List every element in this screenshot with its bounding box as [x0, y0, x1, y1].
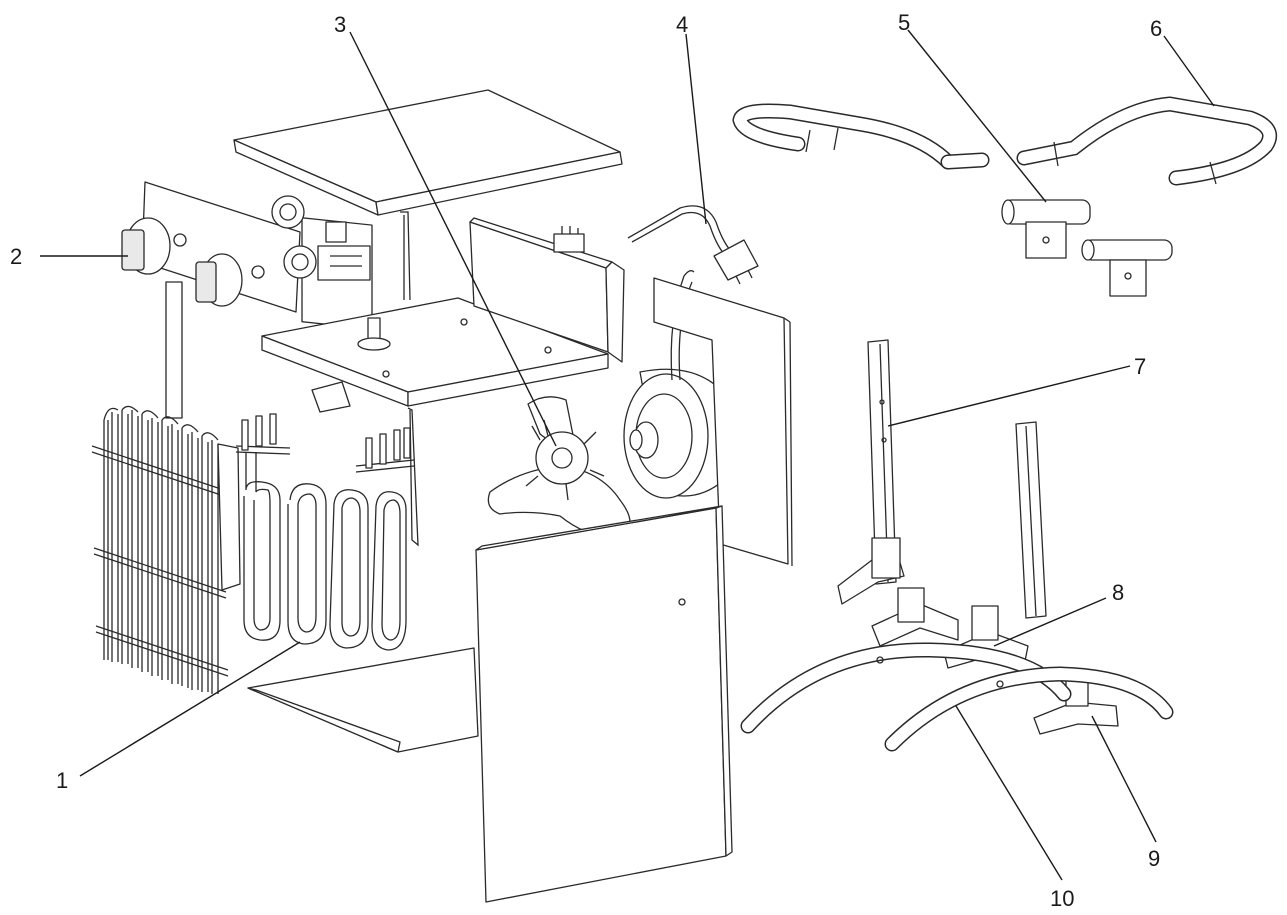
callout-7: 7	[1134, 354, 1146, 379]
fan-shroud-panel	[469, 217, 625, 363]
base-tray	[247, 647, 479, 753]
housing-side-wall	[400, 211, 419, 547]
callout-6: 6	[1150, 16, 1162, 41]
callout-numbers: 1 2 3 4 5 6 7 8 9 10	[10, 10, 1162, 911]
leader-10	[955, 705, 1063, 881]
leader-lines	[40, 29, 1215, 881]
leader-4	[685, 33, 707, 225]
handle-left	[732, 103, 990, 170]
leg-posts	[867, 339, 1047, 619]
callout-10: 10	[1050, 886, 1074, 911]
front-panel	[475, 505, 733, 903]
top-cover	[233, 89, 623, 216]
leader-8	[993, 597, 1107, 647]
heating-element-frame	[91, 405, 241, 694]
leg-brackets	[837, 537, 1119, 735]
callout-2: 2	[10, 244, 22, 269]
fan-motor	[623, 270, 737, 499]
heating-element-coils	[235, 413, 415, 651]
thermostat-knob-icon	[195, 261, 217, 303]
handle-right	[1016, 96, 1277, 186]
callout-9: 9	[1148, 846, 1160, 871]
curved-feet	[740, 642, 1174, 752]
callout-5: 5	[898, 10, 910, 35]
leader-3	[349, 31, 557, 447]
callout-8: 8	[1112, 580, 1124, 605]
leader-1	[79, 641, 301, 777]
callout-1: 1	[56, 768, 68, 793]
callout-3: 3	[334, 12, 346, 37]
leader-6	[1163, 35, 1215, 107]
leader-5	[907, 29, 1047, 203]
callout-4: 4	[676, 12, 688, 37]
power-cord	[627, 205, 759, 285]
t-connectors	[1001, 199, 1173, 297]
inner-tray	[261, 297, 609, 413]
switch-knob-icon	[121, 229, 145, 271]
leader-9	[1091, 715, 1157, 843]
leader-7	[887, 365, 1131, 427]
fan-blade	[487, 396, 631, 538]
control-panel	[121, 181, 373, 419]
